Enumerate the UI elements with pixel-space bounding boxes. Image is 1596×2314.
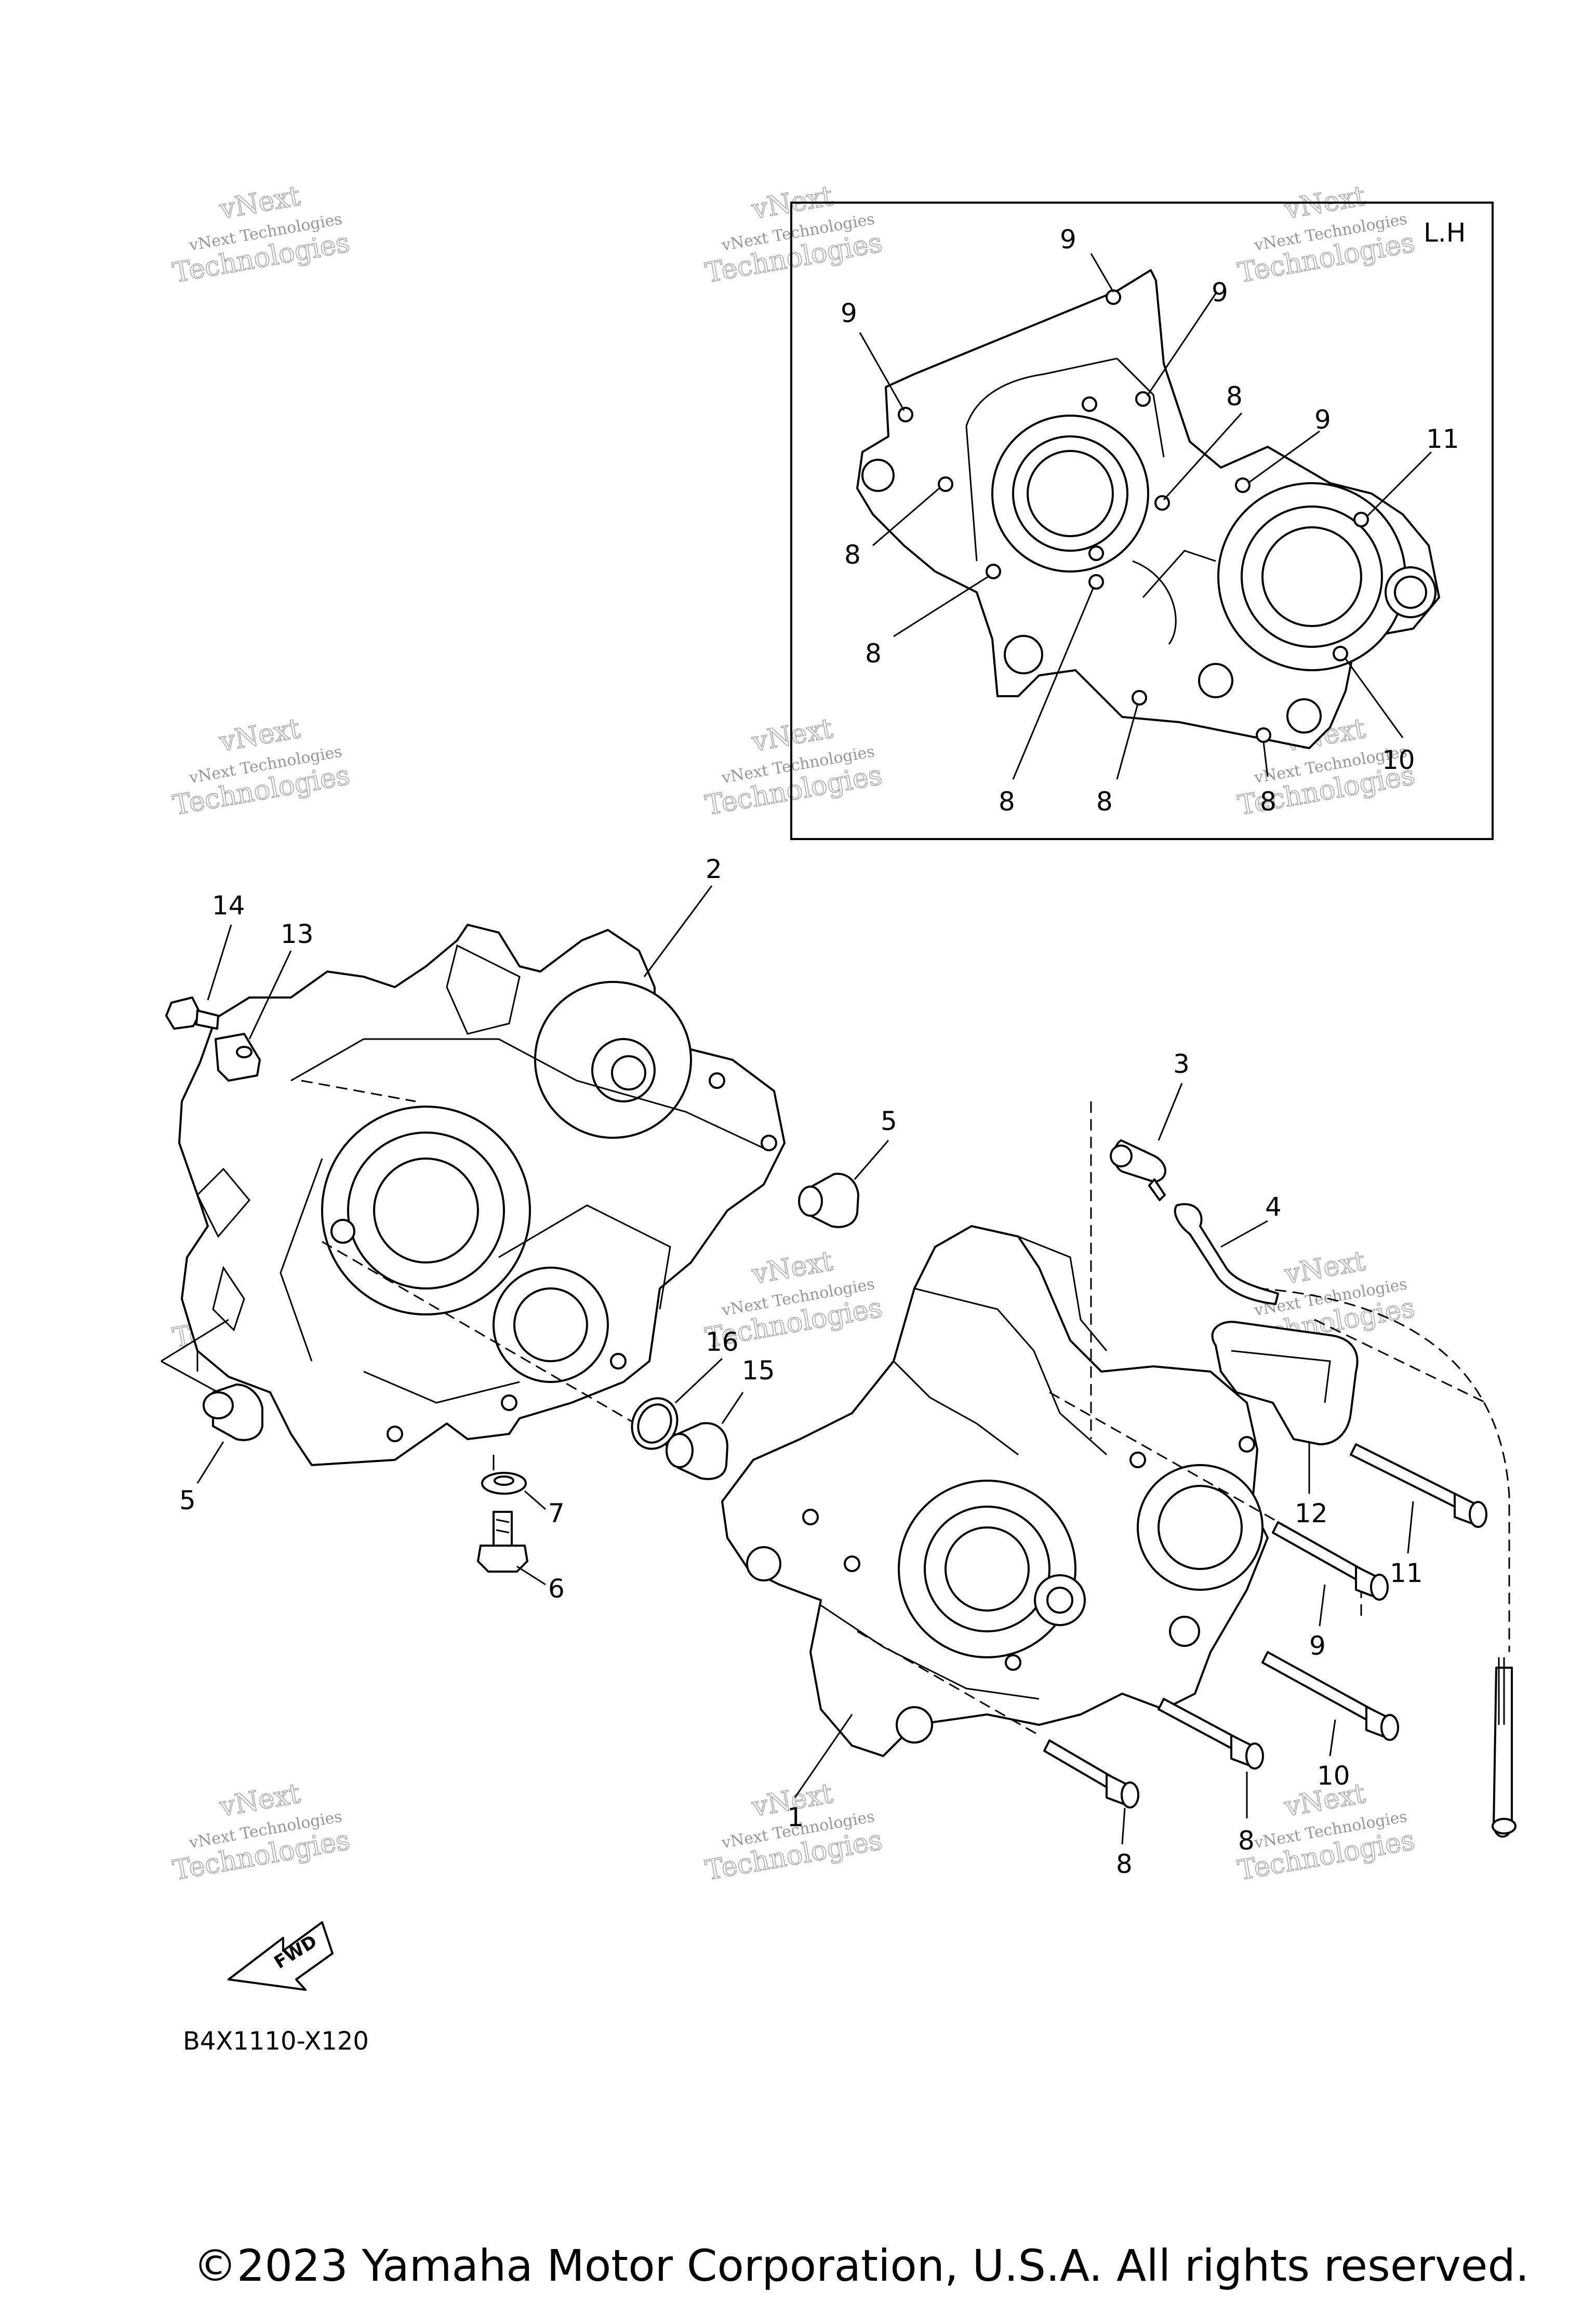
drain-bolt-part-6 [477,1511,528,1573]
bracket-part-13 [215,1033,261,1082]
fwd-arrow-icon: FWD [228,1921,334,1991]
copyright-notice: ©2023 Yamaha Motor Corporation, U.S.A. A… [193,2240,1529,2291]
inset-callout-9: 9 [841,298,857,328]
callout-9: 9 [1309,1631,1326,1661]
crankcase-right-half [721,1225,1269,1757]
callout-5-upper: 5 [881,1106,897,1136]
inset-callout-8: 8 [844,540,861,570]
inset-callout-8: 8 [1096,787,1113,817]
gasket-part-7 [481,1472,527,1495]
watermark: vNext vNext Technologies Technologies [170,713,353,822]
callout-14: 14 [212,890,245,921]
callout-3: 3 [1173,1049,1190,1079]
fitting-part-3 [1110,1139,1166,1201]
watermark: vNext vNext Technologies Technologies [703,713,885,822]
guide-plate [1211,1321,1359,1445]
bolt-part-14 [165,996,219,1030]
collar-part-15 [666,1422,728,1480]
callout-6: 6 [548,1574,565,1604]
callout-15: 15 [742,1355,775,1386]
callout-5-lower: 5 [179,1485,196,1515]
inset-callout-11: 11 [1426,424,1459,454]
callout-7: 7 [548,1498,565,1528]
callout-11: 11 [1390,1558,1423,1588]
watermark: vNext vNext Technologies Technologies [1235,180,1418,289]
callout-10: 10 [1317,1761,1350,1791]
callout-13: 13 [281,919,314,949]
diagram-code: B4X1110-X120 [183,2027,369,2056]
inset-callout-9: 9 [1212,277,1228,308]
o-ring-part-16 [631,1397,679,1450]
callout-12: 12 [1295,1498,1328,1528]
inset-leaders [859,253,1432,780]
breather-hose-part-4 [1174,1203,1517,1838]
callout-2: 2 [706,854,722,884]
inset-callout-9: 9 [1060,224,1076,255]
inset-callout-8: 8 [1226,381,1243,411]
watermark: vNext vNext Technologies Technologies [170,1778,353,1887]
inset-label: L.H [1424,218,1466,248]
callout-4: 4 [1265,1192,1282,1222]
dowel-pin-lower [203,1384,263,1441]
callout-8-left: 8 [1116,1849,1133,1879]
watermark: vNext vNext Technologies Technologies [170,180,353,289]
callout-1: 1 [787,1802,804,1832]
bolt-part-10 [1261,1651,1399,1741]
dowel-pin-upper [798,1173,859,1228]
inset-callout-9: 9 [1314,405,1331,435]
main-leaders [161,885,1414,1845]
callout-16: 16 [706,1327,739,1357]
inset-callout-10: 10 [1382,745,1415,775]
crankcase-left-half [178,924,786,1466]
bolt-part-9 [1272,1521,1389,1601]
bolt-part-8-right [1158,1698,1264,1770]
watermark: vNext vNext Technologies Technologies [703,180,885,289]
bolt-part-11 [1350,1443,1487,1528]
inset-panel: L.H [790,202,1494,840]
inset-callout-8: 8 [865,639,882,669]
bolt-part-8-left [1043,1739,1139,1808]
inset-callout-8: 8 [999,787,1015,817]
callout-8-right: 8 [1238,1826,1255,1856]
inset-crankcase-drawing [856,269,1440,749]
inset-callout-8: 8 [1260,787,1276,817]
inset-frame [790,202,1494,840]
